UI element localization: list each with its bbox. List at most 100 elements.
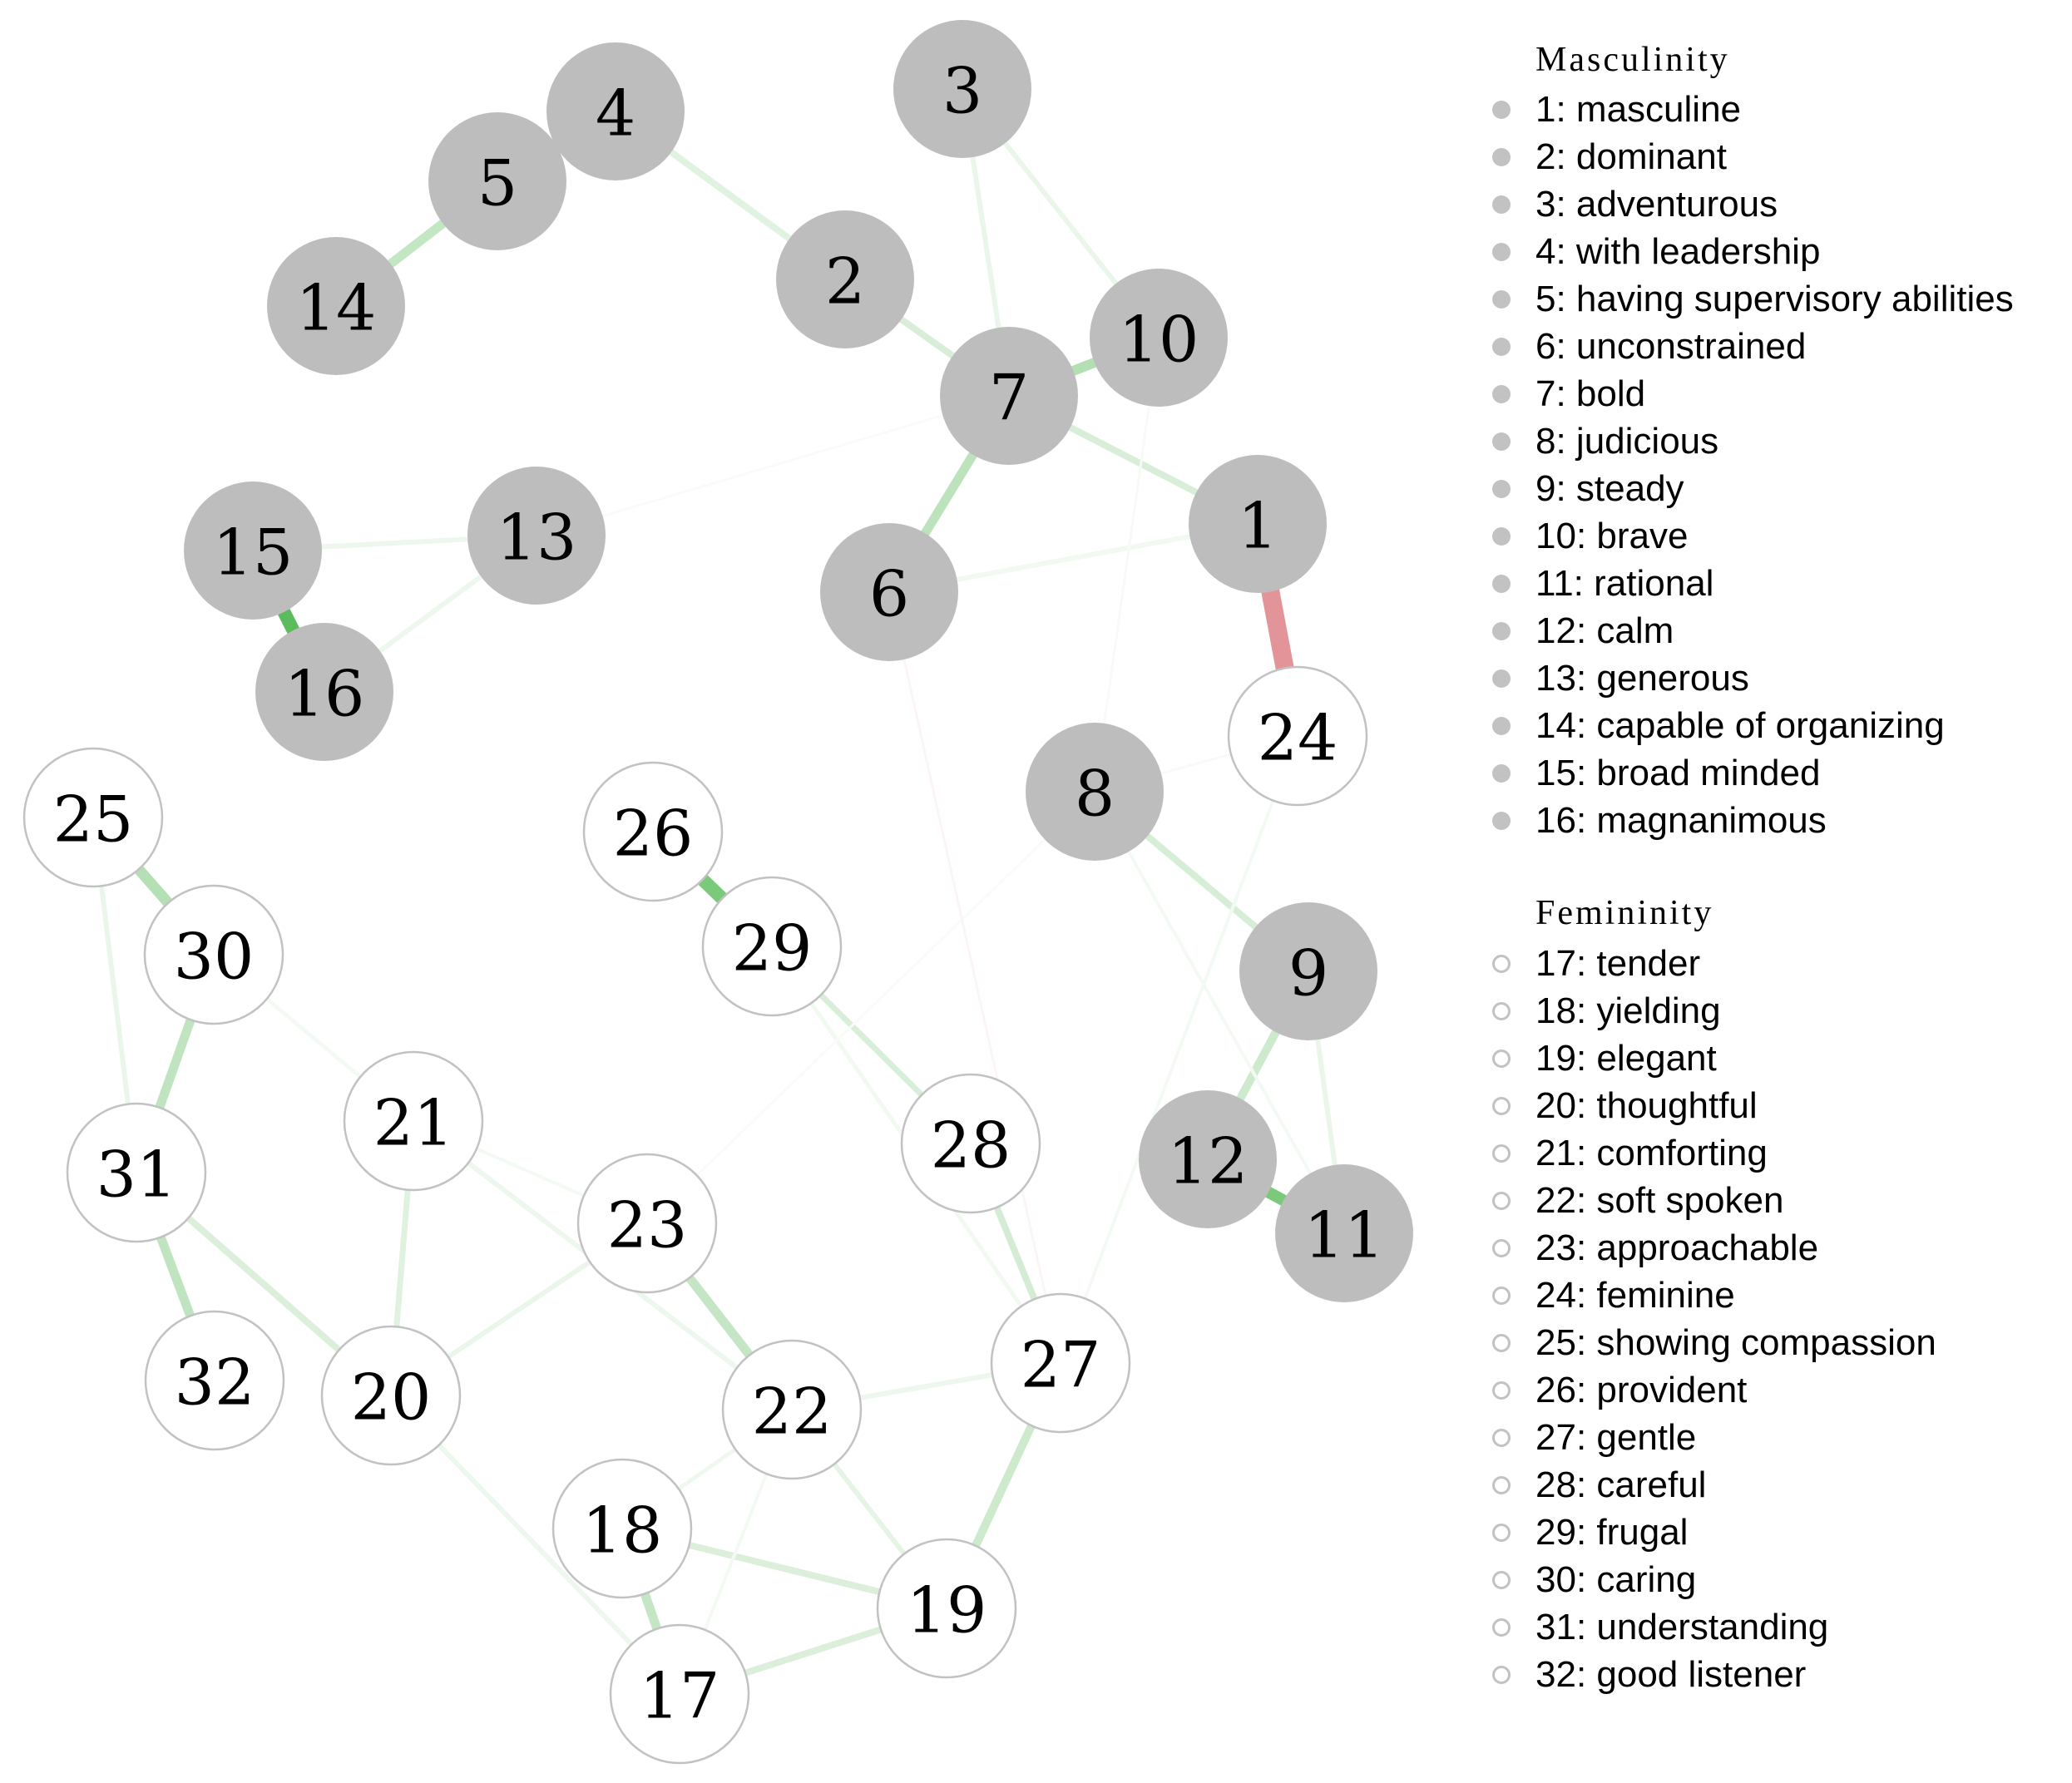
node-1: 1 bbox=[1189, 455, 1327, 593]
open-circle-icon bbox=[1492, 1429, 1511, 1447]
legend-item: 16: magnanimous bbox=[1489, 800, 1827, 842]
legend-item: 4: with leadership bbox=[1489, 231, 1820, 273]
filled-circle-icon bbox=[1492, 527, 1511, 546]
legend-item-label: 17: tender bbox=[1535, 943, 1701, 984]
legend-item: 11: rational bbox=[1489, 563, 1713, 605]
node-label: 30 bbox=[174, 920, 255, 994]
edge-13-7 bbox=[536, 394, 1010, 537]
legend-item: 15: broad minded bbox=[1489, 753, 1820, 794]
node-label: 29 bbox=[732, 911, 813, 985]
node-circle bbox=[546, 42, 685, 180]
node-label: 7 bbox=[989, 361, 1029, 435]
node-label: 4 bbox=[596, 77, 635, 151]
node-29: 29 bbox=[701, 876, 843, 1017]
legend-item: 21: comforting bbox=[1489, 1133, 1768, 1174]
legend-item-label: 16: magnanimous bbox=[1535, 800, 1827, 841]
node-16: 16 bbox=[255, 623, 393, 761]
legend-item: 30: caring bbox=[1489, 1559, 1696, 1601]
legend-item-label: 32: good listener bbox=[1535, 1654, 1807, 1695]
legend-item-label: 24: feminine bbox=[1535, 1275, 1735, 1316]
node-4: 4 bbox=[546, 42, 685, 180]
node-circle bbox=[1139, 1090, 1277, 1228]
filled-circle-icon bbox=[1492, 148, 1511, 166]
legend-item: 2: dominant bbox=[1489, 136, 1727, 178]
node-circle bbox=[343, 1050, 484, 1192]
legend-item-label: 8: judicious bbox=[1535, 421, 1719, 462]
node-circle bbox=[1227, 665, 1368, 807]
open-circle-icon bbox=[1492, 1239, 1511, 1257]
legend-item-label: 12: calm bbox=[1535, 610, 1674, 651]
legend-item: 5: having supervisory abilities bbox=[1489, 279, 2014, 320]
node-label: 10 bbox=[1119, 303, 1199, 377]
open-circle-icon bbox=[1492, 1334, 1511, 1352]
filled-circle-icon bbox=[1492, 622, 1511, 640]
legend-item-label: 22: soft spoken bbox=[1535, 1180, 1784, 1221]
edge-6-27 bbox=[888, 591, 1062, 1364]
node-19: 19 bbox=[876, 1538, 1017, 1679]
node-20: 20 bbox=[320, 1325, 462, 1466]
legend-item: 1: masculine bbox=[1489, 89, 1741, 131]
legend-item-label: 2: dominant bbox=[1535, 136, 1727, 177]
legend-item-label: 23: approachable bbox=[1535, 1227, 1819, 1268]
node-circle bbox=[467, 467, 606, 605]
filled-circle-icon bbox=[1492, 669, 1511, 688]
node-8: 8 bbox=[1026, 723, 1164, 861]
node-6: 6 bbox=[820, 523, 958, 661]
node-label: 13 bbox=[497, 501, 577, 575]
node-circle bbox=[551, 1458, 693, 1599]
legend-item-label: 4: with leadership bbox=[1535, 231, 1821, 272]
legend-item: 13: generous bbox=[1489, 658, 1749, 699]
node-label: 17 bbox=[640, 1659, 720, 1733]
legend-heading-femininity: Femininity bbox=[1535, 894, 1714, 932]
legend-item-label: 30: caring bbox=[1535, 1559, 1697, 1600]
node-label: 31 bbox=[96, 1138, 177, 1212]
node-22: 22 bbox=[721, 1339, 863, 1480]
node-circle bbox=[609, 1623, 750, 1765]
node-10: 10 bbox=[1090, 269, 1228, 407]
node-label: 9 bbox=[1288, 936, 1328, 1010]
filled-circle-icon bbox=[1492, 243, 1511, 261]
legend-item-label: 21: comforting bbox=[1535, 1133, 1768, 1173]
open-circle-icon bbox=[1492, 955, 1511, 973]
node-circle bbox=[1239, 902, 1377, 1040]
node-25: 25 bbox=[22, 747, 164, 888]
node-circle bbox=[1026, 723, 1164, 861]
node-15: 15 bbox=[184, 482, 322, 620]
filled-circle-icon bbox=[1492, 575, 1511, 593]
legend-item-label: 7: bold bbox=[1535, 373, 1646, 414]
legend-item: 23: approachable bbox=[1489, 1227, 1818, 1269]
legend-item: 32: good listener bbox=[1489, 1654, 1806, 1696]
node-9: 9 bbox=[1239, 902, 1377, 1040]
legend-item-label: 20: thoughtful bbox=[1535, 1085, 1758, 1126]
open-circle-icon bbox=[1492, 1666, 1511, 1684]
node-28: 28 bbox=[900, 1073, 1041, 1214]
node-circle bbox=[701, 876, 843, 1017]
legend-item: 28: careful bbox=[1489, 1464, 1706, 1506]
node-layer: 1234567891011121314151617181920212223242… bbox=[22, 20, 1413, 1765]
legend-item-label: 10: brave bbox=[1535, 516, 1689, 556]
node-label: 23 bbox=[607, 1188, 688, 1262]
legend-item: 12: calm bbox=[1489, 610, 1674, 652]
node-label: 12 bbox=[1168, 1124, 1249, 1198]
node-11: 11 bbox=[1275, 1164, 1413, 1302]
node-label: 2 bbox=[825, 244, 865, 319]
legend-item-label: 6: unconstrained bbox=[1535, 326, 1807, 367]
node-circle bbox=[320, 1325, 462, 1466]
node-label: 15 bbox=[213, 516, 294, 590]
filled-circle-icon bbox=[1492, 338, 1511, 356]
node-label: 5 bbox=[477, 146, 517, 220]
node-label: 20 bbox=[351, 1361, 432, 1435]
legend-item-label: 31: understanding bbox=[1535, 1607, 1829, 1647]
node-30: 30 bbox=[143, 884, 284, 1025]
node-circle bbox=[576, 1153, 718, 1294]
open-circle-icon bbox=[1492, 1002, 1511, 1020]
legend-item-label: 9: steady bbox=[1535, 468, 1684, 509]
node-circle bbox=[184, 482, 322, 620]
legend-item: 18: yielding bbox=[1489, 990, 1721, 1032]
node-13: 13 bbox=[467, 467, 606, 605]
edge-10-8 bbox=[1093, 337, 1160, 793]
node-18: 18 bbox=[551, 1458, 693, 1599]
legend-item-label: 11: rational bbox=[1535, 563, 1714, 604]
legend-item: 25: showing compassion bbox=[1489, 1322, 1936, 1364]
node-label: 1 bbox=[1238, 489, 1278, 563]
